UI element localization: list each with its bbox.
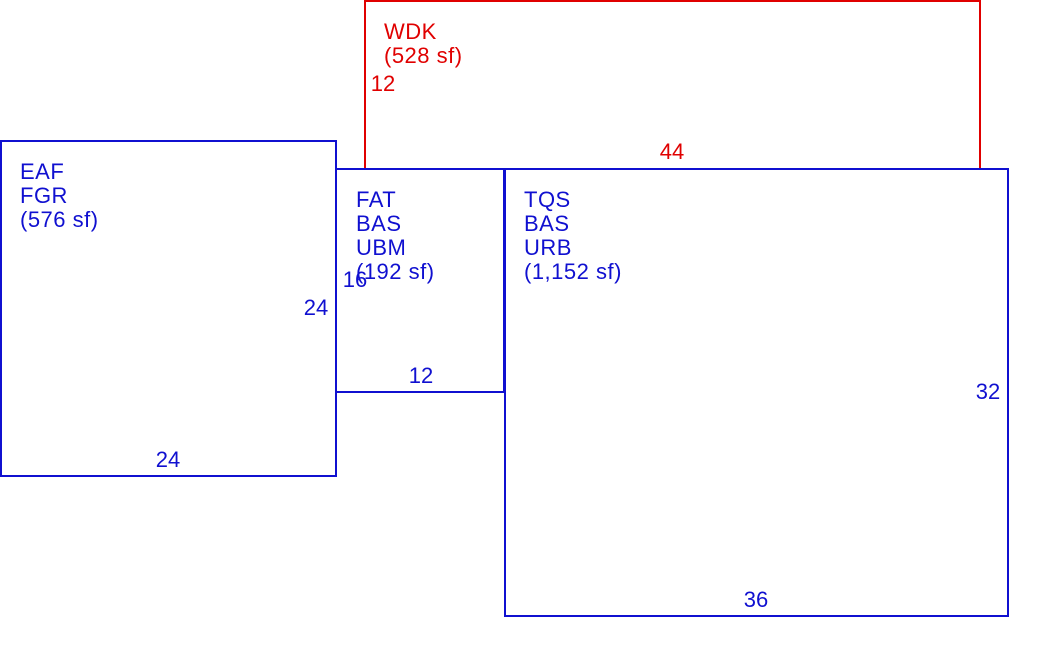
area-size: (1,152 sf) bbox=[524, 259, 622, 284]
dimension-eaf-side: 24 bbox=[303, 295, 329, 320]
area-code: TQS bbox=[524, 187, 571, 212]
dimension-wdk-side: 12 bbox=[370, 71, 396, 96]
area-code: UBM bbox=[356, 235, 407, 260]
dimension-fat-side: 16 bbox=[342, 267, 368, 292]
area-fat-label: FAT BAS UBM (192 sf) bbox=[356, 188, 435, 284]
area-code: FAT bbox=[356, 187, 397, 212]
area-tqs-label: TQS BAS URB (1,152 sf) bbox=[524, 188, 622, 284]
area-tqs-outline[interactable] bbox=[504, 168, 1009, 617]
area-size: (192 sf) bbox=[356, 259, 435, 284]
area-wdk-label: WDK (528 sf) bbox=[384, 20, 463, 68]
dimension-fat-length: 12 bbox=[408, 363, 434, 388]
area-code: WDK bbox=[384, 19, 437, 44]
dimension-wdk-length: 44 bbox=[659, 139, 685, 164]
dimension-eaf-length: 24 bbox=[155, 447, 181, 472]
area-eaf-outline[interactable] bbox=[0, 140, 337, 477]
area-eaf-label: EAF FGR (576 sf) bbox=[20, 160, 99, 232]
area-code: URB bbox=[524, 235, 572, 260]
area-code: FGR bbox=[20, 183, 68, 208]
area-size: (528 sf) bbox=[384, 43, 463, 68]
area-code: EAF bbox=[20, 159, 65, 184]
area-code: BAS bbox=[524, 211, 570, 236]
area-code: BAS bbox=[356, 211, 402, 236]
area-size: (576 sf) bbox=[20, 207, 99, 232]
area-wdk-outline[interactable] bbox=[364, 0, 981, 169]
dimension-tqs-side: 32 bbox=[975, 379, 1001, 404]
dimension-tqs-length: 36 bbox=[743, 587, 769, 612]
